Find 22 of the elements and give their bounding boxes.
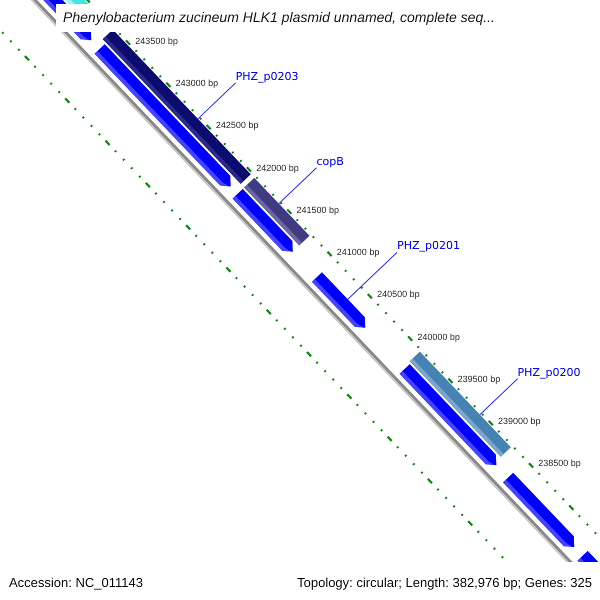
- gene-label: PHZ_p0201: [397, 240, 460, 252]
- leader-line: [278, 167, 317, 204]
- tick-label: 241000 bp: [336, 247, 380, 258]
- tick-label: 239000 bp: [498, 416, 540, 426]
- tick-label: 239500 bp: [458, 374, 500, 384]
- tick-label: 243000 bp: [176, 78, 218, 88]
- tick-label: 240000 bp: [417, 332, 460, 342]
- leader-line: [479, 378, 518, 416]
- gene-label: copB: [316, 156, 344, 168]
- leader-line: [197, 82, 236, 120]
- tick-label: 241500 bp: [296, 204, 340, 215]
- tick-label: 242500 bp: [216, 120, 258, 130]
- gene-arrow: [312, 272, 366, 328]
- tick-label: 242000 bp: [256, 162, 299, 172]
- gene-label: PHZ_p0200: [518, 366, 580, 379]
- tick-label: 243500 bp: [135, 36, 178, 46]
- tick-label: 238500 bp: [538, 458, 581, 468]
- info-text: Accession: NC_011143: [9, 575, 143, 590]
- gene-label: PHZ_p0203: [236, 70, 299, 83]
- info-text: Topology: circular; Length: 382,976 bp; Genes: 325: [297, 575, 592, 590]
- tick-label: 240500 bp: [377, 289, 420, 300]
- leader-line: [347, 252, 398, 300]
